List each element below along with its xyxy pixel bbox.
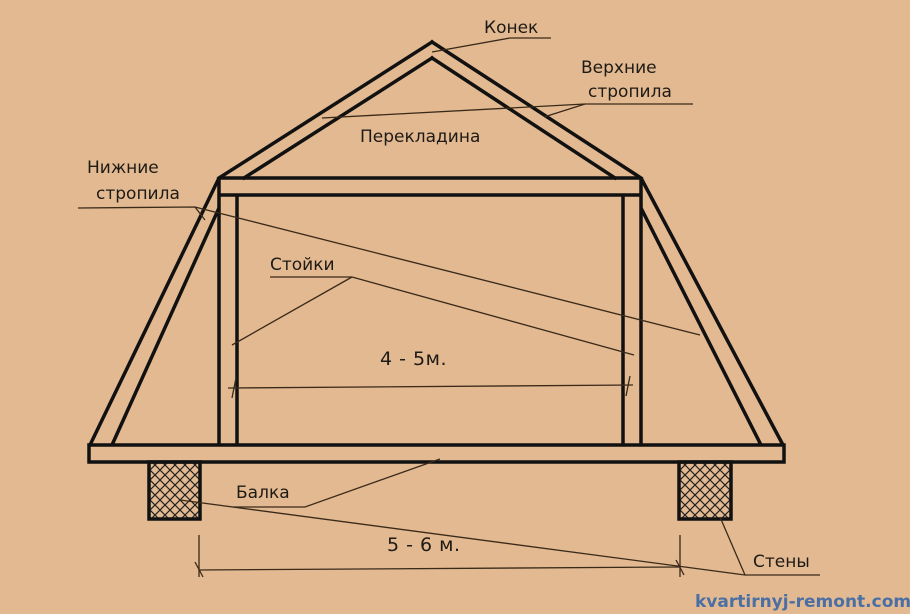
label-lower-rafters-line1: Нижние xyxy=(87,158,159,178)
label-ridge: Конек xyxy=(484,18,539,38)
label-upper-rafters-line1: Верхние xyxy=(581,58,657,78)
label-upper-rafters-line2: стропила xyxy=(588,82,672,102)
posts xyxy=(217,195,643,445)
dimension-lines xyxy=(194,375,685,578)
crossbar xyxy=(217,176,643,197)
watermark: kvartirnyj-remont.com xyxy=(695,592,910,612)
label-beam: Балка xyxy=(236,483,290,503)
beam xyxy=(87,443,786,464)
label-walls: Стены xyxy=(753,552,810,572)
dimension-outer-span: 5 - 6 м. xyxy=(387,534,461,556)
lower-rafters xyxy=(88,177,785,446)
dimension-inner-span: 4 - 5м. xyxy=(380,348,447,370)
wall-left xyxy=(147,460,202,521)
leader-lines xyxy=(77,37,820,576)
wall-right xyxy=(677,460,733,521)
label-posts: Стойки xyxy=(270,255,335,275)
label-crossbar: Перекладина xyxy=(360,127,481,147)
label-lower-rafters-line2: стропила xyxy=(96,184,180,204)
upper-rafters xyxy=(216,39,644,181)
